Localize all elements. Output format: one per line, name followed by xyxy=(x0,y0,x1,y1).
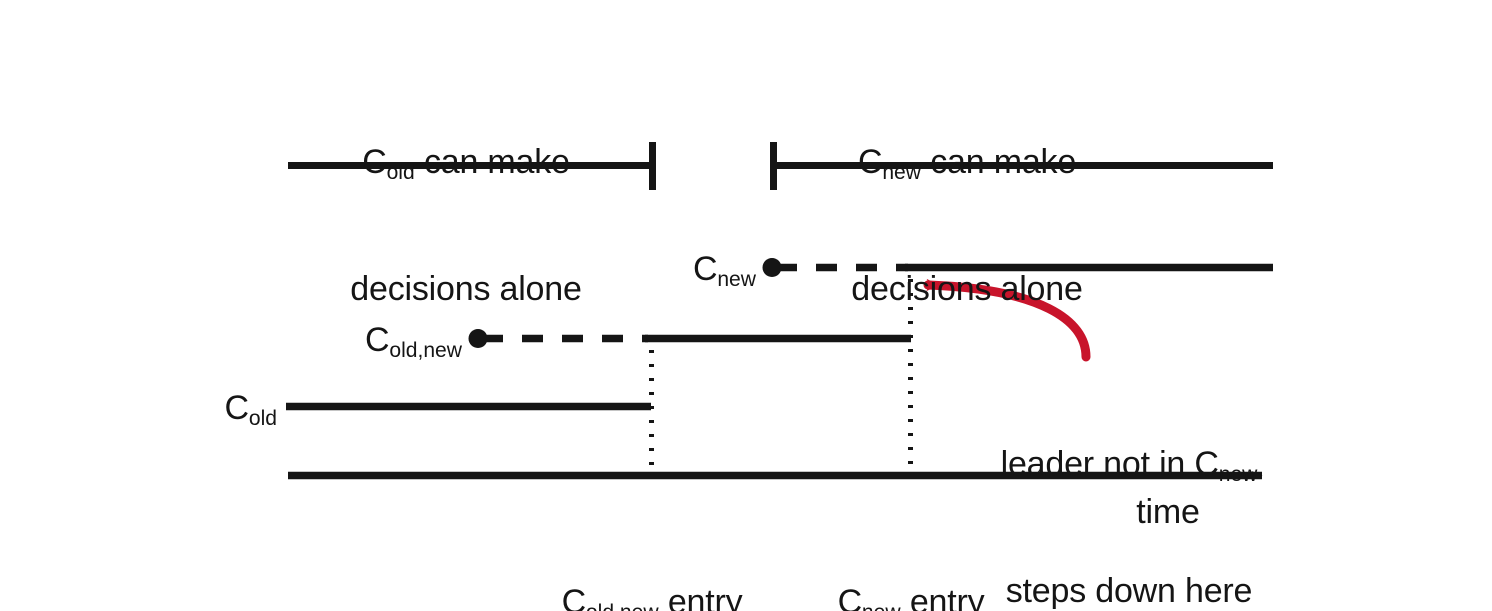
cold-new-committed-rest: entry xyxy=(658,583,743,611)
cnew-series-label-subscript: new xyxy=(717,268,756,292)
cnew-phase-label-symbol: C xyxy=(857,143,883,181)
cnew-timeline-row xyxy=(762,258,1273,277)
cold-phase-label-rest: can make xyxy=(414,143,570,181)
cnew-start-dot xyxy=(762,258,782,277)
cold-new-series-label-subscript: old,new xyxy=(389,339,462,363)
cold-new-committed-symbol: C xyxy=(561,583,587,611)
cnew-phase-label: Cnew can make decisions alone xyxy=(757,60,1177,392)
cnew-phase-label-line2: decisions alone xyxy=(851,270,1083,308)
cold-phase-label-subscript: old xyxy=(386,161,415,185)
cnew-phase-label-subscript: new xyxy=(882,161,921,185)
leader-steps-down-arrow xyxy=(923,278,1091,362)
leader-steps-down-subscript: new xyxy=(1218,463,1258,487)
time-axis-label: time xyxy=(1136,493,1200,531)
cold-phase-label-symbol: C xyxy=(362,143,387,181)
cnew-committed-subscript: new xyxy=(862,601,901,611)
cnew-series-label-symbol: C xyxy=(692,250,718,288)
cnew-committed-line1: Cnew entry xyxy=(721,582,1101,611)
cold-series-label-symbol: C xyxy=(224,389,250,427)
cold-series-label-subscript: old xyxy=(248,407,277,431)
cnew-committed-symbol: C xyxy=(837,583,863,611)
cold-new-series-label-symbol: C xyxy=(364,321,390,359)
cnew-committed-rest: entry xyxy=(900,583,985,611)
cold-series-label: Cold xyxy=(225,388,278,433)
cold-phase-label-line1: Cold can make xyxy=(256,142,676,187)
cold-new-committed-label: Cold,new entry committed xyxy=(462,500,842,611)
cold-new-committed-line1: Cold,new entry xyxy=(462,582,842,611)
cnew-phase-label-line1: Cnew can make xyxy=(757,142,1177,187)
cnew-series-label: Cnew xyxy=(693,249,756,294)
cnew-phase-bracket xyxy=(770,142,1273,190)
leader-steps-down-prefix: leader not in C xyxy=(1000,445,1219,483)
cold-new-series-label: Cold,new xyxy=(365,320,462,365)
leader-steps-down-line1: leader not in Cnew xyxy=(929,444,1329,489)
cold-phase-bracket xyxy=(288,142,656,190)
cold-new-start-dot xyxy=(468,329,488,348)
leader-steps-down-line2: steps down here xyxy=(1005,572,1253,610)
cnew-committed-label: Cnew entry committed xyxy=(721,500,1101,611)
cold-new-committed-subscript: old,new xyxy=(586,601,659,611)
cold-new-timeline-row xyxy=(468,329,911,348)
cold-phase-label-line2: decisions alone xyxy=(350,270,582,308)
leader-steps-down-annotation: leader not in Cnew steps down here xyxy=(929,362,1329,611)
cnew-phase-label-rest: can make xyxy=(920,143,1077,181)
cold-phase-label: Cold can make decisions alone xyxy=(256,60,676,392)
